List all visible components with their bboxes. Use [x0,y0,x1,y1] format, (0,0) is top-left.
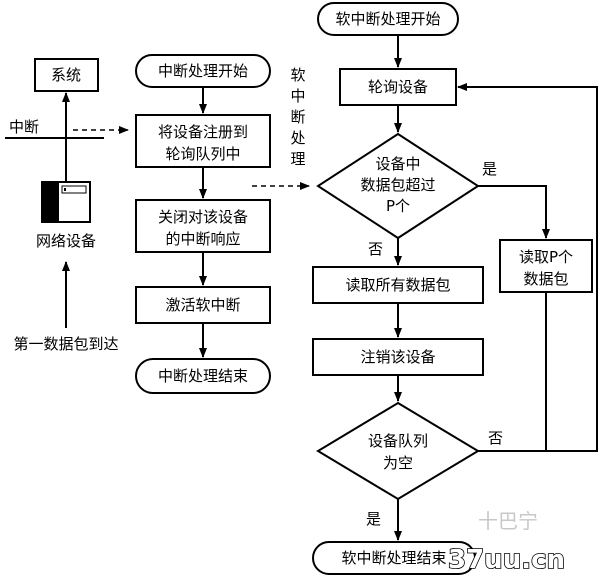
isr-start-node: 中断处理开始 [135,54,271,88]
yes1-branch-arrow [478,185,550,239]
register-device-node: 将设备注册到 轮询队列中 [135,114,271,168]
softirq-char-3: 断 [290,108,305,126]
read-p-line2: 数据包 [523,270,568,288]
queue-empty-decision: 设备队列 为空 [316,401,480,501]
decision2-line1: 设备队列 [368,432,428,450]
softirq-char-5: 理 [290,150,305,168]
deregister-label: 注销该设备 [360,348,435,366]
packets-over-p-decision: 设备中 数据包超过 P个 [316,132,480,240]
read-p-line1: 读取P个 [519,248,573,266]
decision1-line3: P个 [386,197,410,215]
softirq-end-label: 软中断处理结束 [341,549,446,567]
isr-end-node: 中断处理结束 [135,358,271,394]
watermark-brand-text: 37uu.cn [448,545,565,575]
disable-interrupt-node: 关闭对该设备 的中断响应 [135,199,271,253]
disable-label-line2: 的中断响应 [165,230,240,248]
read-all-packets-node: 读取所有数据包 [312,266,484,304]
decision1-line2: 数据包超过 [360,176,435,194]
softirq-end-node: 软中断处理结束 [312,541,476,575]
decision2-line2: 为空 [383,454,413,472]
read-all-label: 读取所有数据包 [345,276,450,294]
no1-label: 否 [368,240,383,258]
register-label-line2: 轮询队列中 [165,145,240,163]
read-p-return-line [500,292,547,452]
poll-device-label: 轮询设备 [368,78,428,96]
yes1-label: 是 [482,160,497,178]
disable-label-line1: 关闭对该设备 [158,208,248,226]
yes2-label: 是 [366,510,381,528]
watermark-faint-text: 十巴宁 [478,509,538,533]
read-p-packets-node: 读取P个 数据包 [499,239,593,293]
softirq-start-node: 软中断处理开始 [317,2,459,36]
activate-softirq-node: 激活软中断 [135,286,271,324]
register-label-line1: 将设备注册到 [158,123,248,141]
poll-device-node: 轮询设备 [339,68,457,106]
deregister-device-node: 注销该设备 [312,338,484,376]
softirq-char-1: 软 [290,66,305,84]
softirq-char-2: 中 [290,87,305,105]
softirq-char-4: 处 [290,129,305,147]
softirq-start-label: 软中断处理开始 [335,10,440,28]
system-box: 系统 [34,58,99,92]
isr-start-label: 中断处理开始 [158,62,248,80]
no2-label: 否 [488,429,503,447]
system-label: 系统 [51,66,81,84]
network-device-label: 网络设备 [36,232,96,250]
decision1-line1: 设备中 [375,155,420,173]
isr-end-label: 中断处理结束 [158,367,248,385]
network-card-icon [41,181,91,223]
loop-back-arrow [457,83,598,452]
interrupt-label: 中断 [9,118,39,136]
activate-label: 激活软中断 [165,296,240,314]
softirq-vertical-label: 软 中 断 处 理 [290,66,305,168]
first-packet-label: 第一数据包到达 [13,335,118,353]
